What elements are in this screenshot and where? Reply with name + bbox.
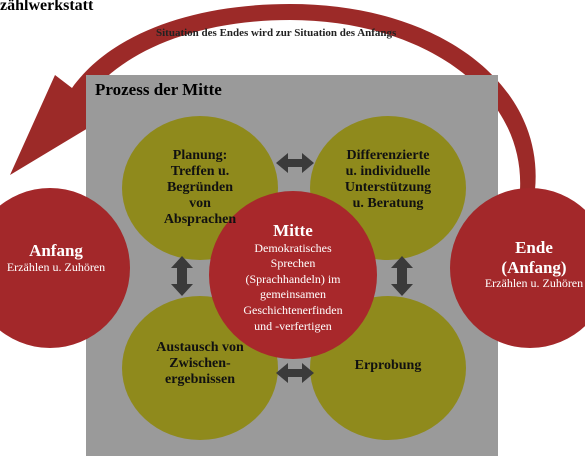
middle-sub-line: Sprechen	[270, 256, 316, 271]
end-title-line: Ende	[515, 238, 553, 257]
end-title-line: (Anfang)	[501, 257, 567, 277]
exchange-line: ergebnissen	[165, 372, 235, 388]
exchange-line: Austausch von	[156, 340, 244, 355]
panel-title: Prozess der Mitte	[95, 80, 222, 99]
end-sub: Erzählen u. Zuhören	[484, 276, 584, 291]
middle-sub-line: gemeinsamen	[260, 287, 326, 302]
arrow-planning-exchange	[171, 256, 193, 296]
planning-line: Treffen u.	[170, 164, 230, 180]
planning-line: Begründen	[166, 180, 234, 196]
planning-line: Planung:	[172, 148, 228, 163]
middle-sub-line: und -verfertigen	[254, 318, 332, 333]
exchange-line: Zwischen-	[169, 356, 231, 372]
planning-line: Absprachen	[163, 212, 237, 228]
start-sub: Erzählen u. Zuhören	[6, 259, 106, 274]
middle-sub-line: Demokratisches	[254, 240, 332, 255]
exchange-label: Austausch von Zwischen- ergebnissen	[140, 340, 260, 388]
start-label: Anfang Erzählen u. Zuhören	[0, 241, 112, 274]
support-line: Differenzierte	[346, 148, 430, 163]
middle-label: Mitte Demokratisches Sprechen (Sprachhan…	[220, 221, 366, 334]
planning-line: von	[189, 196, 211, 212]
end-circle	[450, 188, 585, 348]
support-line: u. Beratung	[352, 196, 424, 212]
support-line: u. individuelle	[345, 164, 431, 180]
support-line: Unterstützung	[344, 180, 432, 196]
end-label: Ende (Anfang) Erzählen u. Zuhören	[478, 238, 585, 291]
header-title: zählwerkstatt	[0, 0, 94, 14]
cycle-arrow	[10, 4, 536, 190]
testing-label: Erprobung	[354, 358, 422, 373]
middle-title: Mitte	[273, 221, 313, 240]
middle-sub-line: (Sprachhandeln) im	[245, 271, 341, 286]
arrow-exchange-testing	[276, 363, 314, 383]
support-label: Differenzierte u. individuelle Unterstüt…	[318, 148, 458, 212]
arrow-planning-support	[276, 153, 314, 173]
middle-circle	[209, 191, 377, 359]
start-title: Anfang	[29, 241, 83, 260]
start-circle	[0, 188, 130, 348]
middle-sub-line: Geschichtenerfinden	[243, 302, 343, 317]
planning-label: Planung: Treffen u. Begründen von Abspra…	[140, 148, 260, 228]
cycle-caption: Situation des Endes wird zur Situation d…	[156, 27, 397, 39]
arrow-support-testing	[391, 256, 413, 296]
